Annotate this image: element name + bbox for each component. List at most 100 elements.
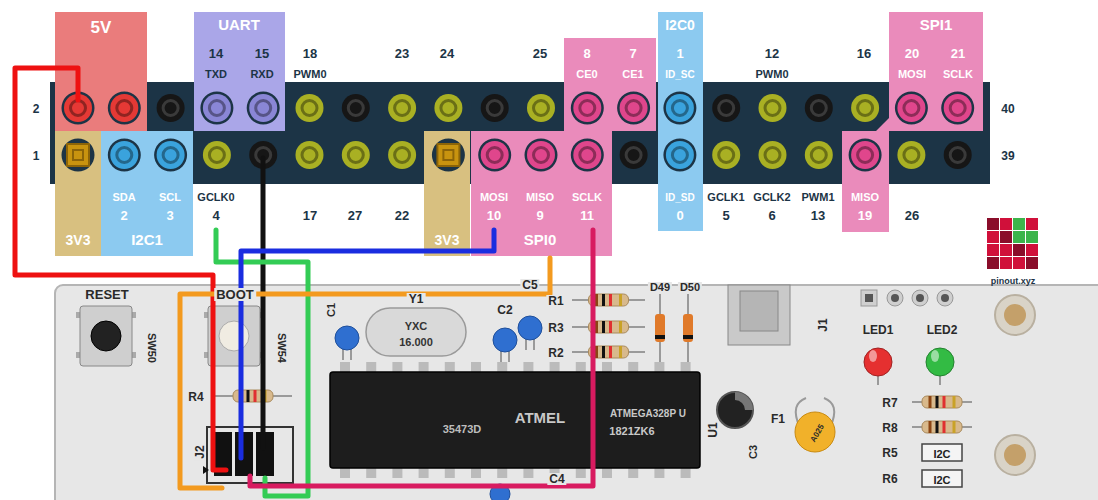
pin-label: ATMEL [515, 410, 566, 425]
pin-label: CE1 [622, 69, 643, 80]
gpio-pin [620, 94, 648, 122]
pin-label: 39 [1001, 150, 1014, 162]
silkscreen-label: R2 [546, 347, 565, 359]
pin-label: YXC [405, 321, 428, 332]
outline-shape [55, 12, 147, 131]
label-holder: PWM1 [802, 188, 835, 204]
round-pad [937, 290, 953, 306]
resistor-body [922, 421, 962, 433]
text-holder: 35473D [443, 420, 482, 436]
jumper-wire [250, 230, 593, 486]
silkscreen-box: I2C [922, 444, 962, 461]
logo-cell [1000, 218, 1012, 230]
pin-label: 35473D [443, 424, 482, 435]
pin-ring [580, 101, 595, 116]
silkscreen-label: R7 [880, 397, 899, 409]
pin-ring [534, 101, 549, 116]
gpio-pin [481, 94, 509, 122]
label-holder: J2 [191, 443, 207, 460]
resistor-band [254, 390, 257, 402]
pin-label: 22 [395, 209, 409, 222]
pin-label: 1 [676, 47, 683, 60]
pin-label: 13 [811, 209, 825, 222]
text-holder: 10 [487, 207, 501, 223]
power-band: 3V3 [55, 131, 101, 256]
label-holder: C3 [744, 443, 760, 461]
pin-ring [811, 101, 826, 116]
cap-body [335, 326, 359, 350]
resistor-symbol [214, 390, 292, 402]
logo-cell [1026, 218, 1038, 230]
logo-cell [1013, 218, 1025, 230]
pin-pad [342, 141, 370, 169]
pin-pad [388, 141, 416, 169]
capacitor-symbol [335, 326, 359, 360]
pin-ring [904, 101, 919, 116]
label-holder: GCLK2 [753, 188, 790, 204]
label-holder: LED2 [925, 321, 960, 337]
pin-pad [712, 141, 740, 169]
text-holder: 3V3 [435, 232, 460, 248]
text-holder: 1 [676, 45, 683, 61]
text-holder: MISO [851, 188, 879, 204]
text-holder: 3V3 [66, 232, 91, 248]
silkscreen-label: C2 [495, 304, 514, 316]
pin-label: 0 [676, 209, 683, 222]
pin-pad [481, 94, 509, 122]
text-holder: UART [218, 17, 260, 33]
pin-label: 2 [33, 103, 40, 115]
pin-pad [944, 94, 972, 122]
pin-pad [527, 94, 555, 122]
silkscreen-label: R4 [186, 391, 205, 403]
pin-pad [944, 141, 972, 169]
pin-label: 2 [120, 209, 127, 222]
pin-label: 21 [951, 47, 965, 60]
resistor-symbol [572, 321, 645, 333]
label-holder: R2 [546, 344, 565, 360]
pin-label: GCLK1 [707, 192, 744, 203]
label-holder: 25 [533, 45, 547, 61]
header-pin [235, 432, 253, 476]
label-holder: 4 [212, 207, 219, 223]
pin-ring [765, 148, 780, 163]
mounting-hole [995, 295, 1035, 335]
label-holder: 27 [348, 207, 362, 223]
pin-label: GCLK0 [197, 192, 234, 203]
label-holder: D50 [678, 278, 702, 294]
pin-ring [534, 148, 549, 163]
button-cap [91, 321, 121, 351]
pin-ring [580, 148, 595, 163]
logo-icon [987, 218, 1038, 269]
gpio-pin [110, 141, 138, 169]
label-holder: pinout.xyz [991, 271, 1036, 287]
pin-ring [71, 101, 86, 116]
pin-label: SDA [112, 192, 135, 203]
silkscreen-label: C1 [326, 301, 337, 319]
label-holder: 26 [905, 207, 919, 223]
silkscreen-label: LED2 [925, 324, 960, 336]
outline-shape [55, 131, 101, 256]
pin-label: ID_SD [665, 193, 694, 203]
pin-label: MISO [851, 192, 879, 203]
pin-label: 23 [395, 47, 409, 60]
logo-cell [1026, 244, 1038, 256]
pin-pad [759, 141, 787, 169]
silkscreen-label: R6 [880, 473, 899, 485]
text-holder: 20 [905, 45, 919, 61]
led-symbol [926, 348, 954, 385]
pin-pad [110, 141, 138, 169]
pin-label: SPI1 [920, 17, 953, 32]
label-holder: R5 [880, 444, 899, 460]
pin-label: 6 [768, 209, 775, 222]
label-holder: F1 [769, 410, 787, 426]
resistor-band [929, 421, 932, 433]
gpio-pin [437, 144, 459, 166]
pin-label: GCLK2 [753, 192, 790, 203]
label-holder: 23 [395, 45, 409, 61]
gpio-pin [897, 141, 925, 169]
jumper-wire [180, 258, 550, 488]
pin-ring [441, 101, 456, 116]
pin-pad [897, 141, 925, 169]
outline-shape [101, 131, 193, 256]
